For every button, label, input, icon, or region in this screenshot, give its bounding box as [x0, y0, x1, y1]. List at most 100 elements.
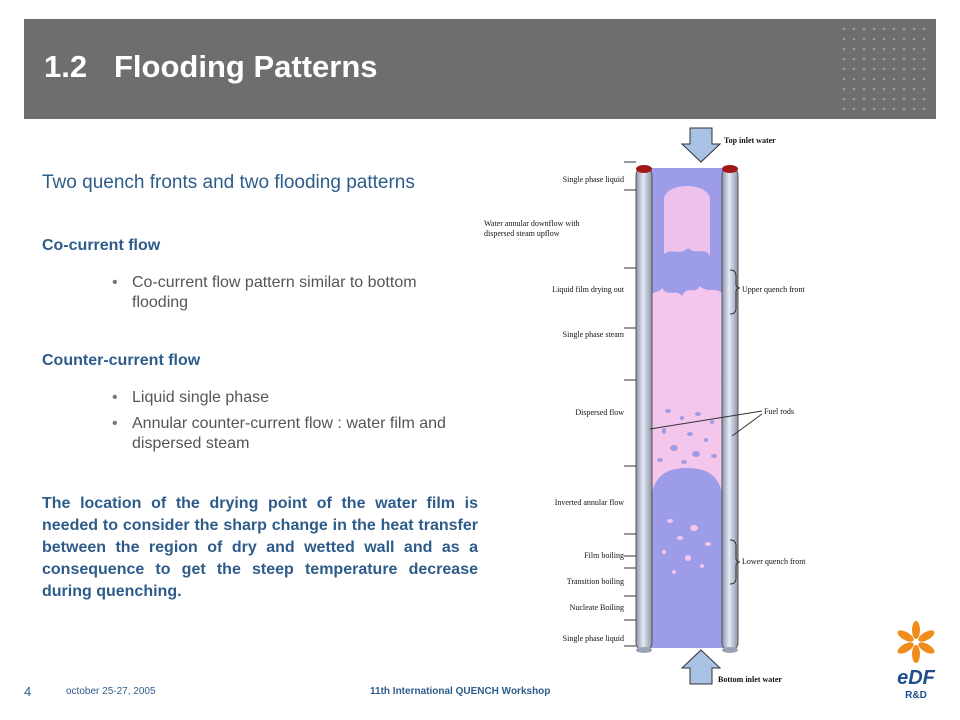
- grid-dot: [842, 97, 846, 101]
- film-boiling-voids: [662, 519, 711, 574]
- grid-dot: [872, 27, 876, 31]
- grid-dot: [872, 77, 876, 81]
- upper-quench-brace: [729, 269, 741, 315]
- grid-dot: [852, 57, 856, 61]
- grid-dot: [882, 67, 886, 71]
- grid-dot: [892, 37, 896, 41]
- edf-rd-label: R&D: [905, 690, 927, 701]
- grid-dot: [842, 77, 846, 81]
- grid-dot: [922, 37, 926, 41]
- grid-dot: [872, 97, 876, 101]
- grid-dot: [902, 27, 906, 31]
- grid-dot: [892, 27, 896, 31]
- grid-dot: [882, 47, 886, 51]
- grid-dot: [902, 97, 906, 101]
- grid-dot: [902, 57, 906, 61]
- grid-dot: [862, 57, 866, 61]
- grid-dot: [922, 107, 926, 111]
- cocurrent-heading: Co-current flow: [42, 237, 161, 254]
- label-bottom-inlet: Bottom inlet water: [718, 675, 782, 684]
- grid-dot: [892, 47, 896, 51]
- grid-dot: [862, 67, 866, 71]
- grid-dot: [872, 87, 876, 91]
- rod-cap-right: [722, 165, 738, 173]
- rod-foot-left: [636, 647, 652, 653]
- grid-dot: [902, 37, 906, 41]
- zone-ticks: [624, 161, 636, 647]
- grid-dot: [872, 37, 876, 41]
- rod-cap-left: [636, 165, 652, 173]
- label-film-boiling: Film boiling: [584, 551, 624, 560]
- edf-sun-icon: [897, 621, 935, 663]
- label-single-phase-steam: Single phase steam: [563, 330, 625, 339]
- title-text: Flooding Patterns: [114, 49, 378, 84]
- slide-title: 1.2 Flooding Patterns: [44, 49, 378, 85]
- label-fuel-rods: Fuel rods: [764, 407, 794, 416]
- grid-dot: [852, 47, 856, 51]
- title-bar: 1.2 Flooding Patterns: [24, 19, 936, 119]
- grid-dot: [842, 47, 846, 51]
- label-water-annular-2: dispersed steam upflow: [484, 229, 560, 238]
- grid-dot: [862, 107, 866, 111]
- top-inlet-arrow: [680, 127, 722, 163]
- grid-dot: [912, 87, 916, 91]
- footer-date: october 25-27, 2005: [66, 686, 156, 697]
- grid-dot: [882, 27, 886, 31]
- grid-dot: [852, 97, 856, 101]
- grid-dot: [922, 27, 926, 31]
- grid-dot: [922, 87, 926, 91]
- grid-dot: [892, 107, 896, 111]
- slide-subtitle: Two quench fronts and two flooding patte…: [42, 172, 415, 193]
- title-number: 1.2: [44, 49, 88, 84]
- grid-dot: [882, 77, 886, 81]
- grid-dot: [852, 87, 856, 91]
- footer-event: 11th International QUENCH Workshop: [370, 686, 551, 697]
- grid-dot: [902, 87, 906, 91]
- grid-dot: [892, 57, 896, 61]
- grid-dot: [902, 107, 906, 111]
- dot-grid-decoration: [842, 27, 926, 111]
- grid-dot: [902, 77, 906, 81]
- grid-dot: [842, 67, 846, 71]
- grid-dot: [872, 67, 876, 71]
- grid-dot: [892, 77, 896, 81]
- bullet-item: Annular counter-current flow : water fil…: [112, 414, 472, 454]
- fuel-rod-left: [635, 167, 653, 651]
- grid-dot: [922, 77, 926, 81]
- grid-dot: [922, 97, 926, 101]
- label-upper-quench: Upper quench front: [742, 285, 805, 294]
- grid-dot: [922, 47, 926, 51]
- label-single-phase-liquid-bottom: Single phase liquid: [563, 634, 624, 643]
- grid-dot: [862, 97, 866, 101]
- grid-dot: [892, 67, 896, 71]
- lower-quench-brace: [729, 539, 741, 585]
- grid-dot: [852, 107, 856, 111]
- grid-dot: [892, 87, 896, 91]
- label-inverted-annular: Inverted annular flow: [555, 498, 625, 507]
- label-top-inlet: Top inlet water: [724, 136, 776, 145]
- grid-dot: [862, 87, 866, 91]
- label-lower-quench: Lower quench front: [742, 557, 806, 566]
- grid-dot: [842, 27, 846, 31]
- label-liquid-film-drying: Liquid film drying out: [552, 285, 625, 294]
- grid-dot: [912, 107, 916, 111]
- grid-dot: [872, 107, 876, 111]
- body-paragraph: The location of the drying point of the …: [42, 495, 478, 600]
- label-transition-boiling: Transition boiling: [567, 577, 624, 586]
- grid-dot: [852, 67, 856, 71]
- grid-dot: [922, 67, 926, 71]
- counter-heading: Counter-current flow: [42, 352, 201, 369]
- grid-dot: [862, 77, 866, 81]
- grid-dot: [882, 57, 886, 61]
- grid-dot: [862, 47, 866, 51]
- grid-dot: [912, 77, 916, 81]
- dispersed-droplets: [657, 409, 717, 464]
- edf-logo: eDF R&D: [897, 621, 936, 701]
- label-nucleate-boiling: Nucleate Boiling: [570, 603, 624, 612]
- grid-dot: [912, 67, 916, 71]
- grid-dot: [902, 47, 906, 51]
- grid-dot: [872, 57, 876, 61]
- grid-dot: [882, 37, 886, 41]
- grid-dot: [882, 97, 886, 101]
- grid-dot: [912, 57, 916, 61]
